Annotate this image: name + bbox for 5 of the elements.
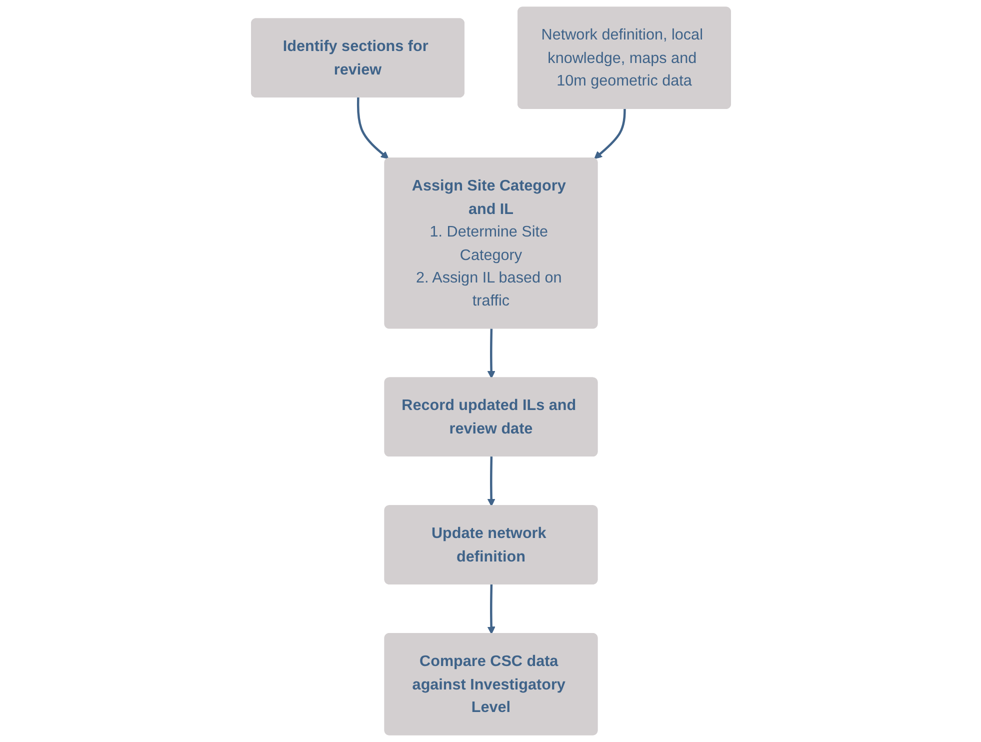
arrow — [356, 97, 388, 160]
arrow — [486, 584, 495, 634]
arrow — [486, 328, 495, 379]
arrow — [486, 456, 495, 506]
arrow — [594, 108, 626, 160]
